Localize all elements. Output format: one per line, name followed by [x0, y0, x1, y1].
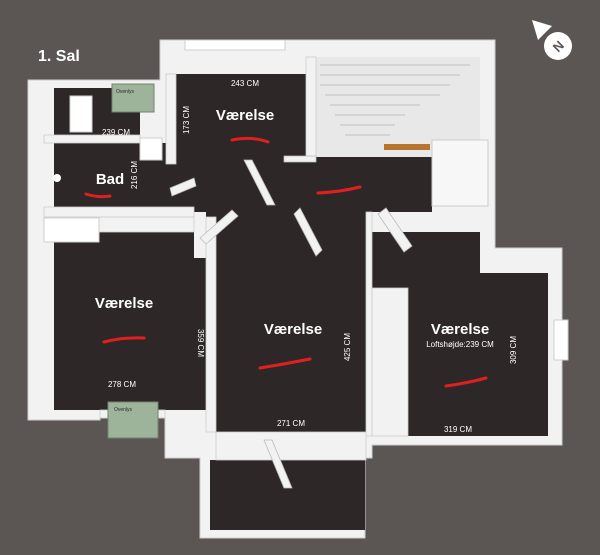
- kitchen-counter: [43, 217, 100, 243]
- hall-floor: [166, 156, 432, 212]
- room-right-floor: [372, 232, 548, 436]
- marker-bath: [84, 192, 112, 199]
- room-right-name: Værelse: [431, 321, 489, 338]
- room-top-floor: [176, 74, 306, 156]
- room-top-depth: 173 CM: [182, 106, 191, 134]
- window-right: [553, 319, 569, 361]
- interior-walls: [43, 56, 409, 461]
- hall-floor-2: [206, 210, 366, 232]
- window-top: [184, 39, 286, 51]
- room-markers: [84, 136, 488, 388]
- stair-rail: [384, 144, 430, 150]
- room-right-depth: 309 CM: [509, 336, 518, 364]
- room-mid-width: 271 CM: [277, 419, 305, 428]
- balcony-floor: [210, 460, 365, 530]
- stair-steps: [320, 64, 470, 136]
- skylight-bath-label: Ovenlys: [116, 89, 135, 95]
- room-mid-name: Værelse: [264, 321, 322, 338]
- marker-room-right: [444, 376, 488, 388]
- skylight-bath: [111, 83, 155, 113]
- doors: [169, 155, 413, 489]
- room-top-name: Værelse: [216, 107, 274, 124]
- stair-landing: [431, 139, 489, 207]
- room-left-depth: 359 CM: [196, 329, 205, 357]
- room-top-width: 243 CM: [231, 79, 259, 88]
- floor-label: 1. Sal: [38, 48, 80, 65]
- bath-name: Bad: [96, 171, 124, 188]
- room-left-floor: [54, 232, 208, 410]
- bath-width: 239 CM: [102, 128, 130, 137]
- room-right-note: Loftshøjde:239 CM: [426, 340, 494, 349]
- skylight-left: [107, 401, 159, 439]
- marker-room-left: [102, 336, 146, 344]
- bath-depth: 216 CM: [130, 161, 139, 189]
- room-mid-depth: 425 CM: [343, 333, 352, 361]
- marker-hall: [316, 185, 362, 195]
- room-mid-floor: [216, 232, 366, 432]
- room-left-width: 278 CM: [108, 380, 136, 389]
- room-left-name: Værelse: [95, 295, 153, 312]
- marker-room-mid: [258, 357, 312, 370]
- north-arrow-icon: N: [532, 20, 572, 60]
- shower-head: [53, 174, 61, 182]
- bath-sink: [69, 95, 93, 133]
- bath-cabinet: [139, 137, 163, 161]
- marker-room-top: [230, 136, 270, 144]
- skylight-left-label: Ovenlys: [114, 407, 133, 413]
- room-right-width: 319 CM: [444, 425, 472, 434]
